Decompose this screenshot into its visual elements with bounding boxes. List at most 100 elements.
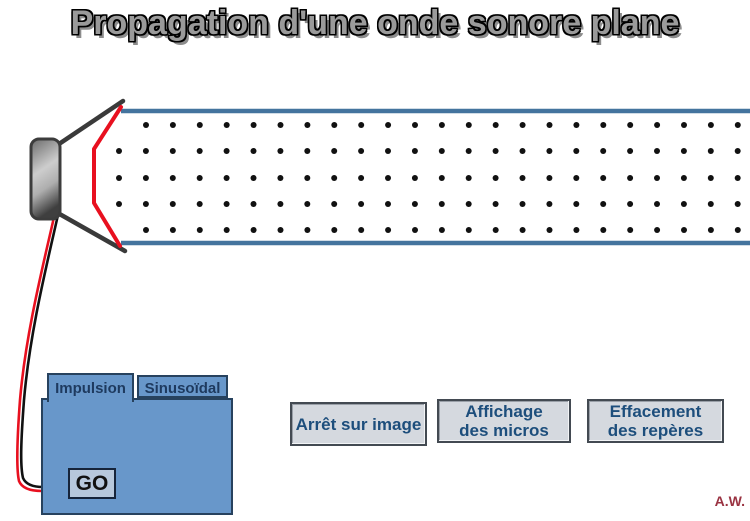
air-particle-dot <box>600 175 607 181</box>
air-particle-dot <box>519 122 526 128</box>
air-particle-dot <box>438 148 445 154</box>
page-title: Propagation d'une onde sonore plane <box>70 4 680 42</box>
air-particle-dot <box>331 148 338 154</box>
tab-impulsion[interactable]: Impulsion <box>47 373 134 402</box>
air-particle-dot <box>250 122 257 128</box>
air-particle-dot <box>304 201 311 207</box>
air-particle-dot <box>734 122 741 128</box>
air-particle-dot <box>465 201 472 207</box>
air-particle-dot <box>142 175 149 181</box>
air-particle-dot <box>734 201 741 207</box>
air-particle-dot <box>412 122 418 128</box>
air-particle-dot <box>169 201 176 207</box>
air-particle-dot <box>519 148 526 154</box>
air-particle-dot <box>169 227 176 233</box>
air-particle-dot <box>169 175 176 181</box>
air-particle-dot <box>707 175 714 181</box>
air-particle-dot <box>465 148 472 154</box>
air-particle-dot <box>385 175 391 181</box>
go-button[interactable]: GO <box>68 468 116 499</box>
air-particle-dot <box>680 175 687 181</box>
air-particle-dot <box>304 122 311 128</box>
air-particle-dot <box>411 201 418 207</box>
wire-black <box>19 204 62 489</box>
air-particle-dot <box>465 227 472 233</box>
air-particle-dot <box>654 122 661 128</box>
air-particle-dot <box>681 122 687 128</box>
air-particle-dot <box>492 201 499 207</box>
air-particle-dot <box>196 122 203 128</box>
air-particle-dot <box>681 227 687 233</box>
air-particle-dot <box>304 148 311 154</box>
air-particle-dot <box>519 201 526 207</box>
speaker-cone-top <box>53 98 126 149</box>
air-particle-dot <box>358 227 365 233</box>
air-particle-dot <box>385 148 391 154</box>
air-particle-dot <box>680 148 687 154</box>
air-particle-dot <box>331 122 338 128</box>
air-particle-dot <box>223 148 230 154</box>
air-particle-dot <box>627 148 634 154</box>
air-particle-dot <box>654 148 660 154</box>
air-particle-dot <box>492 122 499 128</box>
air-particle-dot <box>680 201 687 207</box>
air-particle-dot <box>304 227 311 233</box>
air-particle-dot <box>492 148 499 154</box>
air-particle-dot <box>250 201 257 207</box>
air-particle-dot <box>546 175 553 181</box>
air-particle-dot <box>331 175 338 181</box>
air-particle-dot <box>627 122 634 128</box>
air-particle-dot <box>223 175 230 181</box>
air-particle-dot <box>438 201 445 207</box>
air-particle-dot <box>142 201 149 207</box>
air-particle-dot <box>627 227 634 233</box>
speaker-cone-bottom <box>53 209 128 254</box>
air-particle-dot <box>438 175 445 181</box>
air-particle-dot <box>116 175 122 181</box>
air-particle-dot <box>465 122 472 128</box>
wire-red <box>15 202 59 493</box>
air-particle-dot <box>438 227 445 233</box>
air-particle-dot <box>707 201 714 207</box>
air-particle-dot <box>143 122 149 128</box>
tab-sinusoidal[interactable]: Sinusoïdal <box>137 375 228 398</box>
air-particle-dot <box>116 201 122 207</box>
air-particle-dot <box>277 175 284 181</box>
air-particle-dot <box>627 201 634 207</box>
air-particle-dot <box>734 175 741 181</box>
air-particle-dot <box>438 122 445 128</box>
air-particle-dot <box>277 122 284 128</box>
air-particle-dot <box>411 175 418 181</box>
air-particle-dot <box>331 227 338 233</box>
air-particle-dot <box>519 227 526 233</box>
air-particle-dot <box>169 148 176 154</box>
air-particle-dot <box>223 122 230 128</box>
air-particle-dot <box>358 201 365 207</box>
air-particle-dot <box>358 122 365 128</box>
air-particle-dot <box>573 227 580 233</box>
air-particle-dot <box>573 201 580 207</box>
air-particle-dot <box>358 148 365 154</box>
show-micros-button[interactable]: Affichage des micros <box>437 399 571 443</box>
speaker-magnet <box>29 137 62 221</box>
air-particle-dot <box>277 148 284 154</box>
air-particle-dot <box>250 175 257 181</box>
freeze-image-button[interactable]: Arrêt sur image <box>290 402 427 446</box>
author-credit: A.W. <box>714 493 745 509</box>
air-particle-dot <box>734 148 741 154</box>
air-particle-dot <box>573 122 580 128</box>
air-particle-dot <box>707 148 714 154</box>
air-particle-dot <box>250 148 257 154</box>
air-particle-dot <box>627 175 634 181</box>
air-particle-dot <box>411 148 418 154</box>
air-particle-dot <box>169 122 176 128</box>
air-particle-dot <box>734 227 741 233</box>
air-particle-dot <box>385 122 392 128</box>
air-particle-dot <box>250 227 257 233</box>
air-particle-dot <box>654 201 660 207</box>
erase-markers-button[interactable]: Effacement des repères <box>587 399 724 443</box>
air-particle-dot <box>385 201 391 207</box>
air-particle-dot <box>196 201 203 207</box>
